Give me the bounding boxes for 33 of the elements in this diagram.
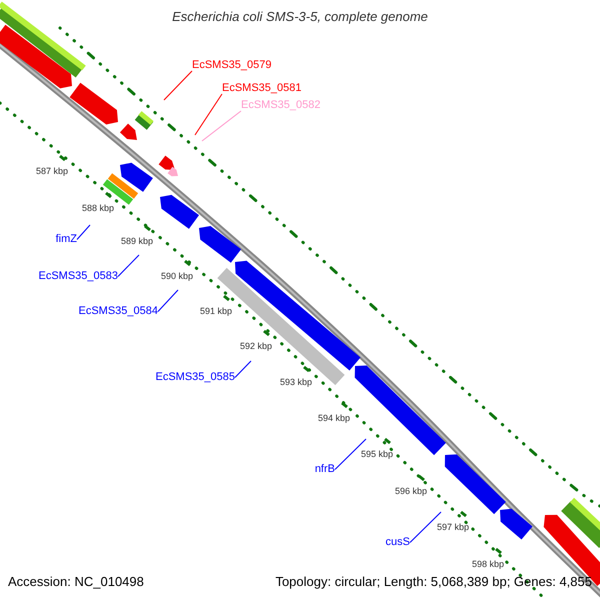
leader-line <box>194 94 222 136</box>
gene-label: EcSMS35_0582 <box>241 99 320 112</box>
leader-line <box>76 224 90 240</box>
gene-label: EcSMS35_0584 <box>78 305 158 318</box>
gene-label: nfrB <box>314 463 335 476</box>
tick-label: 589 kbp <box>120 236 154 246</box>
tick-label: 590 kbp <box>160 271 194 281</box>
leader-line <box>334 438 366 470</box>
leader-line <box>118 254 140 277</box>
tick-label: 598 kbp <box>472 559 504 569</box>
leader-line <box>234 360 252 378</box>
footer-text: Accession: NC_010498 <box>8 574 144 589</box>
tick-label: 591 kbp <box>200 306 232 316</box>
tick-label: 595 kbp <box>360 449 394 459</box>
leader-line <box>202 110 242 142</box>
tick-label: 594 kbp <box>318 413 350 423</box>
tick-label: 588 kbp <box>82 203 114 213</box>
tick-label: 592 kbp <box>240 341 272 351</box>
gene-label: EcSMS35_0581 <box>222 82 302 95</box>
footer-text: Topology: circular; Length: 5,068,389 bp; Genes: 4,855 <box>275 574 592 589</box>
gene-label: EcSMS35_0583 <box>38 270 118 283</box>
leader-line <box>158 290 178 312</box>
leader-line <box>164 70 192 100</box>
tick-label: 593 kbp <box>280 377 312 387</box>
title: Escherichia coli SMS-3-5, complete genome <box>172 9 428 24</box>
leader-line <box>410 512 442 543</box>
tick-label: 597 kbp <box>436 522 470 532</box>
gene-label: EcSMS35_0585 <box>156 371 235 384</box>
gene-label: fimZ <box>56 233 77 246</box>
tick-label: 596 kbp <box>394 486 428 496</box>
tick-label: 587 kbp <box>36 166 68 176</box>
gene-label: EcSMS35_0579 <box>192 59 272 72</box>
gene-label: cusS <box>386 536 410 549</box>
